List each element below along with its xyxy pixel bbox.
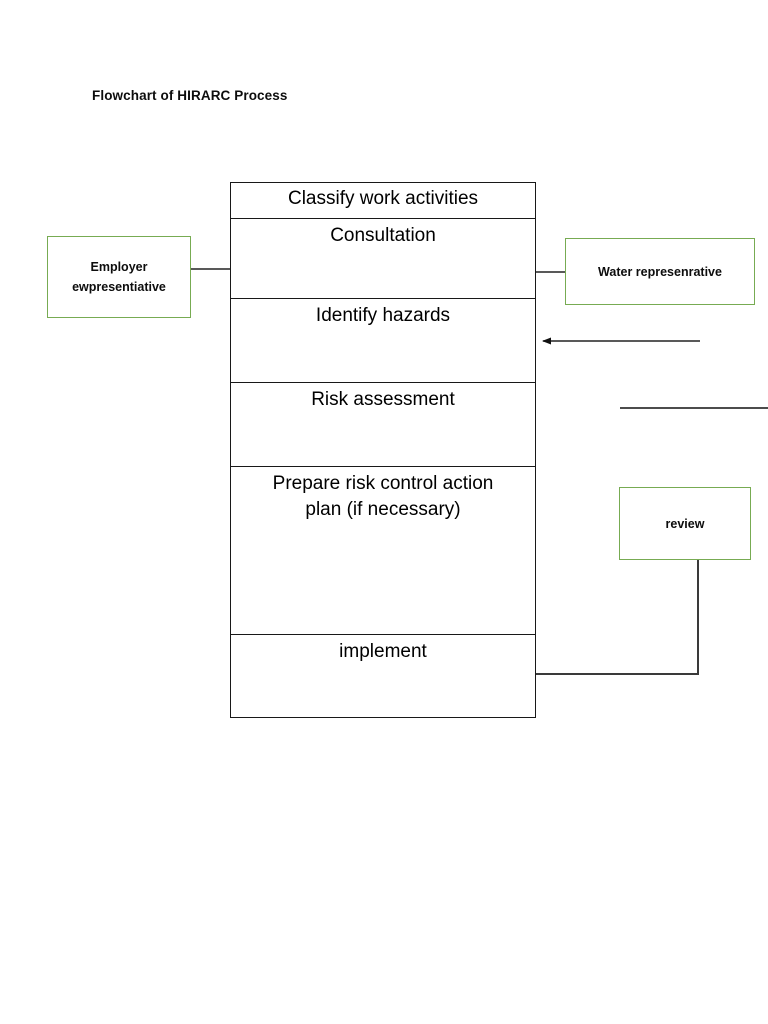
flow-step-identify-hazards[interactable]: Identify hazards: [231, 299, 535, 383]
flow-step-label: Classify work activities: [287, 188, 479, 209]
side-box-label: review: [665, 516, 705, 531]
flow-step-prepare-risk-control-action-plan[interactable]: Prepare risk control action plan (if nec…: [231, 467, 535, 635]
flow-step-label: Identify hazards: [315, 305, 451, 326]
flow-step-label: Prepare risk control action plan (if nec…: [272, 473, 494, 520]
flow-step-label: Risk assessment: [311, 389, 455, 410]
side-box-review[interactable]: review: [619, 487, 751, 560]
side-box-employer[interactable]: Employer ewpresentiative: [47, 236, 191, 318]
flow-step-classify-work-activities[interactable]: Classify work activities: [231, 183, 535, 219]
flow-step-risk-assessment[interactable]: Risk assessment: [231, 383, 535, 467]
flow-step-label: Consultation: [330, 225, 436, 246]
side-box-worker-representative[interactable]: Water represenrative: [565, 238, 755, 305]
flow-step-label: implement: [339, 641, 427, 662]
flow-step-implement[interactable]: implement: [231, 635, 535, 717]
hirarc-flow-table: Classify work activities Consultation Id…: [230, 182, 536, 718]
side-box-label: Water represenrative: [598, 264, 722, 279]
flow-step-consultation[interactable]: Consultation: [231, 219, 535, 299]
page-title: Flowchart of HIRARC Process: [92, 88, 288, 103]
side-box-label: Employer ewpresentiative: [72, 260, 166, 294]
connector-implement-to-review: [536, 560, 699, 675]
